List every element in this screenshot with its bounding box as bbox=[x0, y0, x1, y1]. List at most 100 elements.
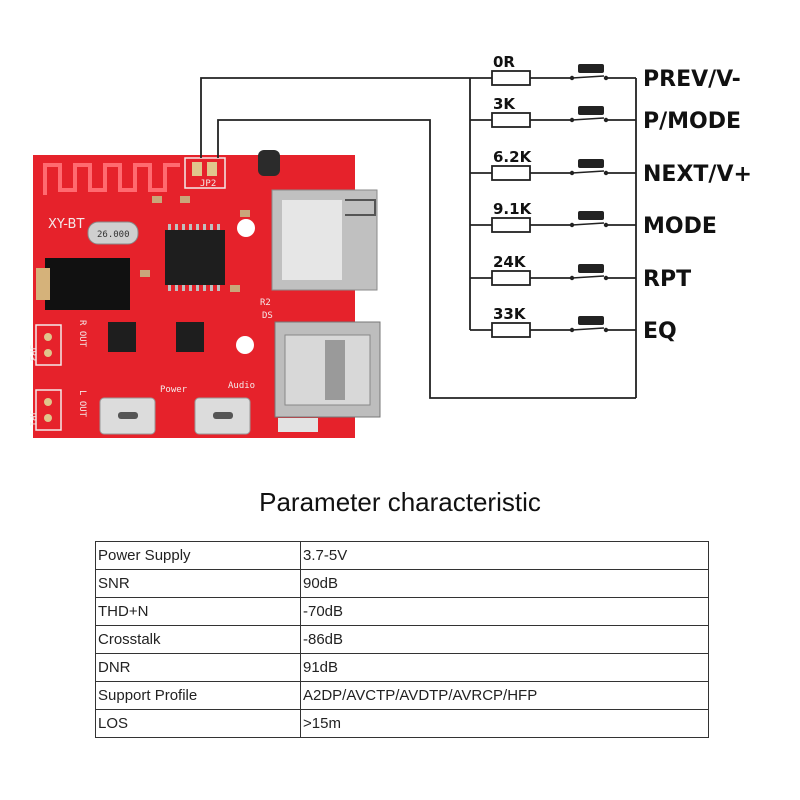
button-cap bbox=[578, 64, 604, 73]
parameter-name: LOS bbox=[95, 709, 301, 738]
l-out-label: L OUT bbox=[77, 390, 87, 418]
button-row: 3KP/MODE bbox=[470, 95, 741, 134]
ir-receiver bbox=[258, 150, 280, 176]
parameter-title: Parameter characteristic bbox=[259, 487, 541, 517]
button-row: 6.2K NEXT/V+ bbox=[470, 148, 752, 187]
button-function-label: P/MODE bbox=[643, 109, 741, 134]
button-function-label: NEXT/V+ bbox=[643, 162, 752, 187]
button-cap bbox=[578, 316, 604, 325]
switch-contact bbox=[571, 222, 605, 226]
button-function-label: MODE bbox=[643, 214, 717, 239]
button-function-label: RPT bbox=[643, 267, 691, 292]
capacitor bbox=[152, 196, 162, 203]
switch-terminal bbox=[569, 327, 575, 333]
button-function-label: EQ bbox=[643, 319, 677, 344]
pad bbox=[278, 418, 318, 432]
parameter-value: 90dB bbox=[300, 569, 709, 598]
mounting-dot bbox=[236, 336, 254, 354]
button-cap bbox=[578, 211, 604, 220]
button-cap bbox=[578, 106, 604, 115]
resistor-value-label: 6.2K bbox=[493, 148, 533, 166]
wire-ground bbox=[217, 119, 636, 399]
jp1-pad bbox=[44, 398, 52, 406]
parameter-value: >15m bbox=[300, 709, 709, 738]
crystal-oscillator bbox=[87, 221, 139, 245]
wire-bus-top bbox=[200, 77, 470, 158]
button-row: 0R PREV/V- bbox=[470, 53, 741, 92]
amp-chip-left bbox=[108, 322, 136, 352]
switch-contact bbox=[571, 170, 605, 174]
resistor-value-label: 0R bbox=[493, 53, 515, 71]
jp2-label: JP2 bbox=[200, 179, 216, 189]
resistor-symbol bbox=[491, 70, 531, 86]
button-row: 33K EQ bbox=[470, 305, 677, 344]
jp2-outline bbox=[184, 157, 226, 189]
capacitor bbox=[240, 210, 250, 217]
capacitor bbox=[140, 270, 150, 277]
resistor-symbol bbox=[491, 322, 531, 338]
parameter-name: DNR bbox=[95, 653, 301, 682]
table-row: Crosstalk-86dB bbox=[95, 625, 709, 654]
audio-jack bbox=[45, 258, 130, 310]
jp3-pad bbox=[44, 349, 52, 357]
main-ic bbox=[165, 230, 225, 285]
board-wiring-diagram: JP2 XY-BT 26.000 JP3 bbox=[27, 53, 752, 438]
r2-label: R2 bbox=[260, 298, 271, 308]
button-cap bbox=[578, 264, 604, 273]
capacitor bbox=[180, 196, 190, 203]
parameter-name: SNR bbox=[95, 569, 301, 598]
resistor-value-label: 9.1K bbox=[493, 200, 533, 218]
power-label: Power bbox=[160, 385, 188, 395]
parameter-value: 91dB bbox=[300, 653, 709, 682]
button-function-label: PREV/V- bbox=[643, 67, 741, 92]
parameter-name: Support Profile bbox=[95, 681, 301, 710]
audio-label: Audio bbox=[228, 381, 255, 391]
parameter-name: THD+N bbox=[95, 597, 301, 626]
tf-card-latch bbox=[345, 199, 376, 216]
resistor-value-label: 33K bbox=[493, 305, 527, 323]
jp3-outline bbox=[35, 324, 62, 366]
resistor-symbol bbox=[491, 270, 531, 286]
switch-contact bbox=[571, 275, 605, 279]
micro-usb-opening bbox=[213, 412, 233, 419]
button-cap bbox=[578, 159, 604, 168]
switch-contact bbox=[571, 75, 605, 79]
board-title: XY-BT bbox=[48, 217, 84, 232]
table-row: LOS>15m bbox=[95, 709, 709, 738]
table-row: THD+N-70dB bbox=[95, 597, 709, 626]
parameter-name: Crosstalk bbox=[95, 625, 301, 654]
jp2-pad bbox=[192, 162, 202, 176]
jp3-pad bbox=[44, 333, 52, 341]
resistor-symbol bbox=[491, 165, 531, 181]
switch-contact bbox=[571, 117, 605, 121]
parameter-value: -70dB bbox=[300, 597, 709, 626]
capacitor bbox=[230, 285, 240, 292]
jp1-outline bbox=[35, 389, 62, 431]
amp-chip-right bbox=[176, 322, 204, 352]
parameter-value: A2DP/AVCTP/AVDTP/AVRCP/HFP bbox=[300, 681, 709, 710]
parameter-name: Power Supply bbox=[95, 541, 301, 570]
switch-terminal bbox=[569, 75, 575, 81]
switch-terminal bbox=[569, 222, 575, 228]
ic-pins bbox=[168, 224, 220, 291]
wiring bbox=[200, 77, 637, 399]
jp2-pad bbox=[207, 162, 217, 176]
pcb-board: JP2 XY-BT 26.000 JP3 bbox=[27, 150, 381, 438]
switch-contact bbox=[571, 327, 605, 331]
micro-usb-opening bbox=[118, 412, 138, 419]
button-ladder: 0R PREV/V- 3KP/MODE 6.2K NEXT/V+ 9.1K MODE 24KR… bbox=[470, 53, 752, 344]
ds-label: DS bbox=[262, 311, 273, 321]
mounting-dot bbox=[237, 219, 255, 237]
r-out-label: R OUT bbox=[77, 320, 87, 348]
switch-terminal bbox=[569, 117, 575, 123]
antenna-trace bbox=[43, 163, 180, 195]
switch-terminal bbox=[569, 275, 575, 281]
usb-a-tongue bbox=[325, 340, 345, 400]
jp1-pad bbox=[44, 414, 52, 422]
